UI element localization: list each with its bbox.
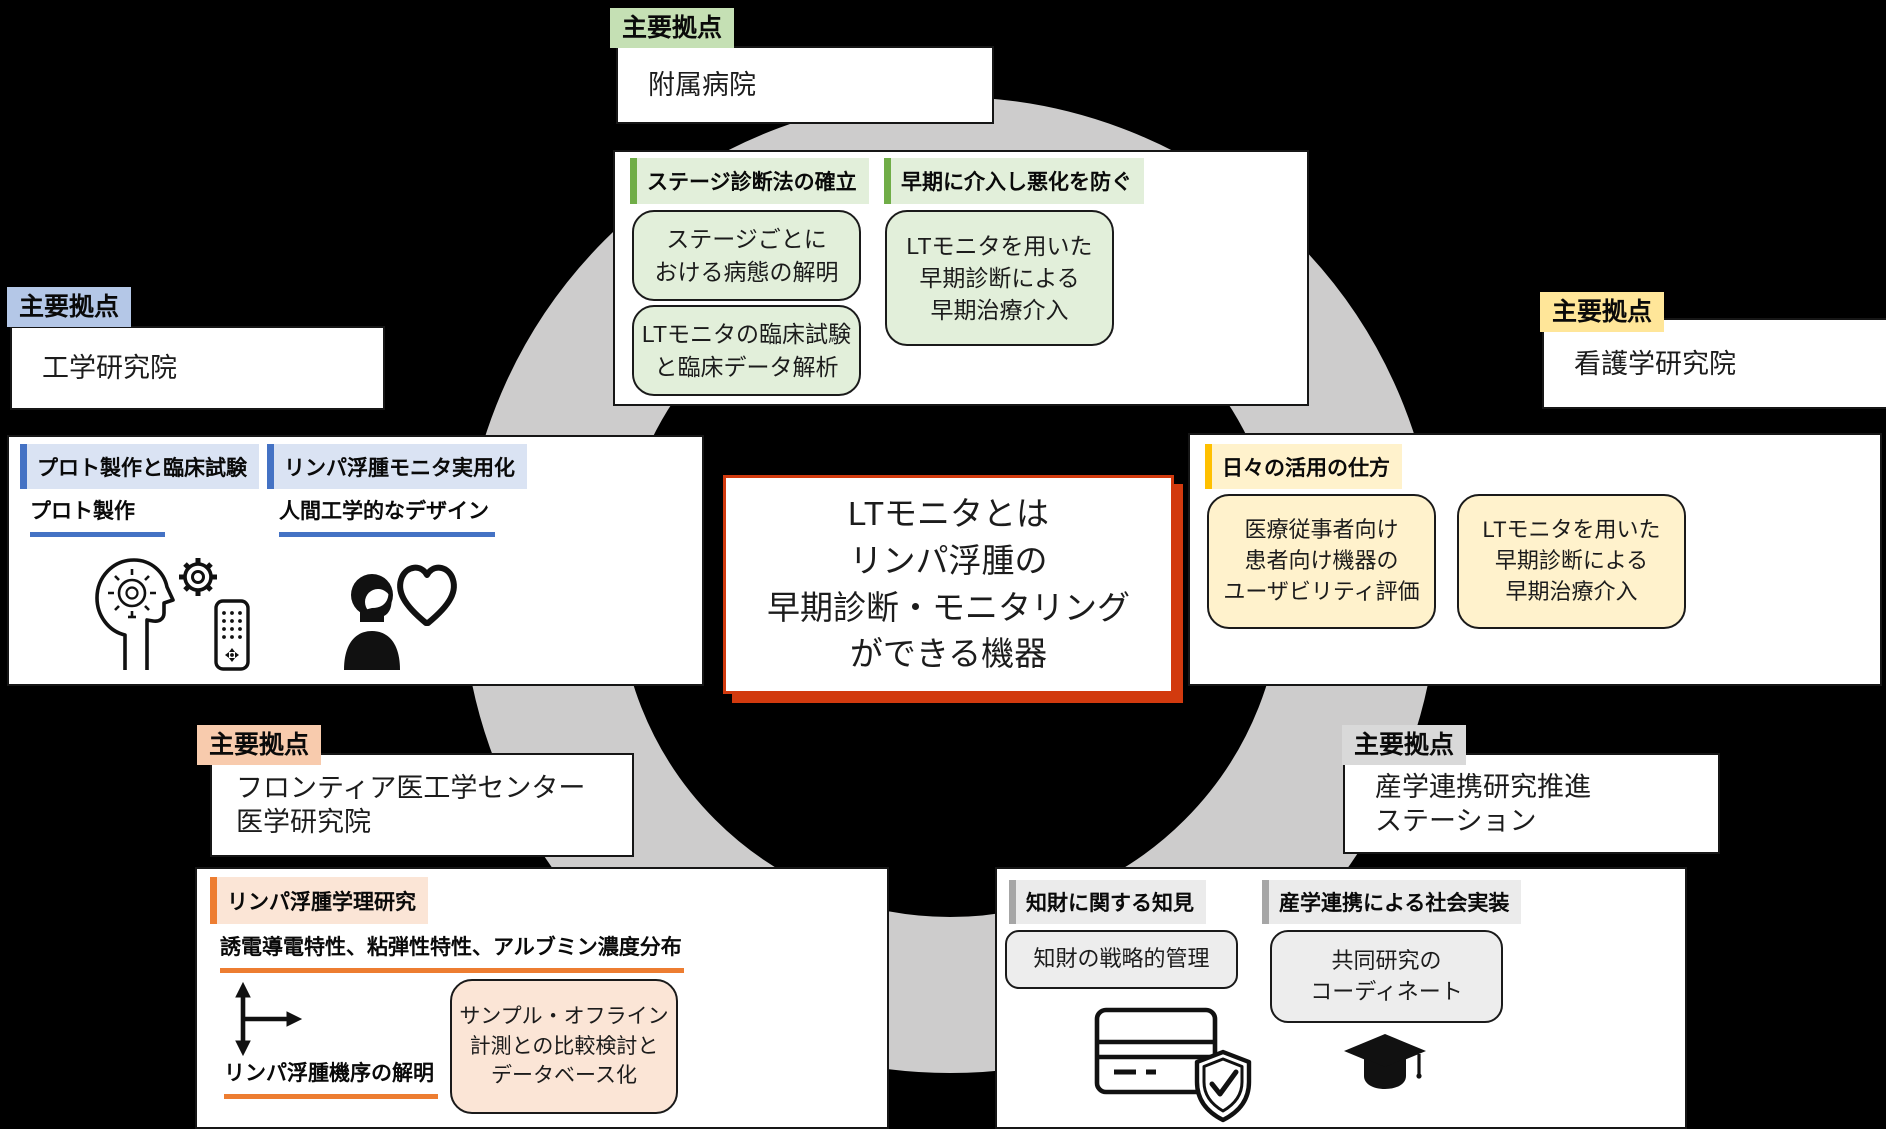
clinical-box-clinical-trial: LTモニタの臨床試験 と臨床データ解析 (632, 305, 861, 396)
base-tag-frontier-center: 主要拠点 (197, 725, 322, 765)
panel-collaboration: 知財に関する知見 知財の戦略的管理 産学連携による社会実装 共同研究の コーディ… (995, 867, 1687, 1129)
base-tag-nursing: 主要拠点 (1540, 292, 1665, 332)
panel-nursing: 日々の活用の仕方 医療従事者向け 患者向け機器の ユーザビリティ評価 LTモニタ… (1188, 433, 1882, 686)
base-name-collaboration-station: 産学連携研究推進 ステーション (1343, 753, 1720, 854)
engineering-header-monitor-practical: リンパ浮腫モニタ実用化 (267, 444, 527, 489)
clinical-box-early-treatment: LTモニタを用いた 早期診断による 早期治療介入 (885, 210, 1114, 346)
collab-header-social-implementation: 産学連携による社会実装 (1262, 880, 1522, 924)
collab-box-joint-research: 共同研究の コーディネート (1270, 930, 1503, 1023)
base-tag-hospital: 主要拠点 (610, 8, 735, 48)
nursing-header-daily-use: 日々の活用の仕方 (1205, 444, 1402, 489)
credit-card-shield-icon (1094, 1007, 1252, 1123)
collab-box-ip-management: 知財の戦略的管理 (1005, 930, 1238, 989)
clinical-header-stage-diagnosis: ステージ診断法の確立 (630, 158, 869, 204)
science-header-lymphedema-research: リンパ浮腫学理研究 (210, 877, 428, 924)
nursing-box-usability: 医療従事者向け 患者向け機器の ユーザビリティ評価 (1207, 494, 1436, 629)
base-tag-engineering: 主要拠点 (7, 287, 132, 327)
base-tag-collaboration-station: 主要拠点 (1342, 725, 1467, 765)
base-name-nursing: 看護学研究院 (1542, 318, 1886, 409)
panel-clinical: ステージ診断法の確立 ステージごとに おける病態の解明 LTモニタの臨床試験 と… (613, 150, 1309, 406)
axes-arrows-icon (235, 981, 303, 1057)
graduation-cap-icon (1344, 1034, 1426, 1089)
panel-science: リンパ浮腫学理研究 誘電導電特性、粘弾性特性、アルブミン濃度分布 リンパ浮腫機序… (195, 867, 889, 1129)
engineering-sub-proto: プロト製作 (30, 495, 165, 537)
nursing-box-early-treatment: LTモニタを用いた 早期診断による 早期治療介入 (1457, 494, 1686, 629)
clinical-header-early-intervention: 早期に介入し悪化を防ぐ (884, 158, 1144, 204)
base-name-frontier-center: フロンティア医工学センター 医学研究院 (210, 753, 634, 857)
collab-header-ip-knowledge: 知財に関する知見 (1009, 880, 1206, 924)
science-box-database: サンプル・オフライン 計測との比較検討と データベース化 (450, 979, 678, 1114)
panel-engineering: プロト製作と臨床試験 プロト製作 リンパ浮腫モニタ実用化 人間工学的なデザイン (7, 435, 704, 686)
base-name-hospital: 附属病院 (616, 46, 994, 124)
head-lightbulb-gear-remote-icon (95, 558, 250, 671)
science-sub-properties: 誘電導電特性、粘弾性特性、アルブミン濃度分布 (220, 931, 684, 973)
engineering-header-proto-trial: プロト製作と臨床試験 (20, 444, 259, 489)
base-name-engineering: 工学研究院 (10, 326, 385, 410)
clinical-box-stage-pathology: ステージごとに おける病態の解明 (632, 210, 861, 301)
center-statement-box: LTモニタとは リンパ浮腫の 早期診断・モニタリング ができる機器 (723, 475, 1174, 694)
woman-heart-icon (344, 564, 457, 670)
engineering-sub-ergonomic-design: 人間工学的なデザイン (279, 495, 495, 537)
science-sub-mechanism: リンパ浮腫機序の解明 (224, 1057, 438, 1099)
